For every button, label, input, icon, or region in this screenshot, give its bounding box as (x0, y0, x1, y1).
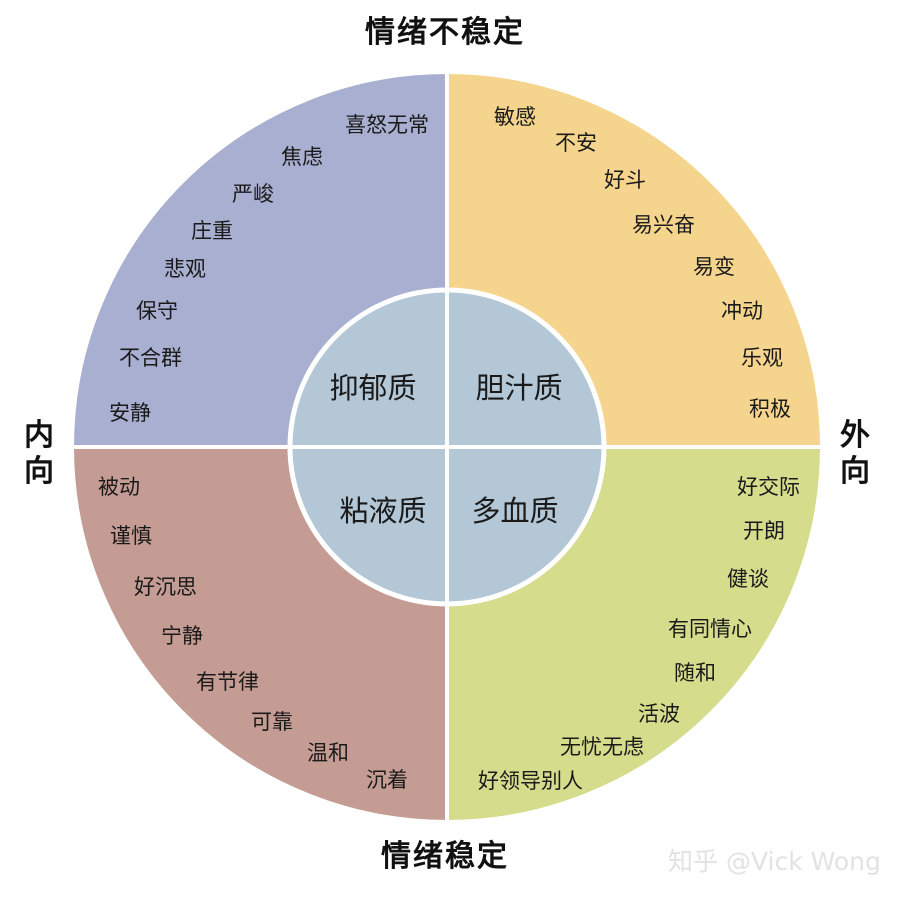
trait-label: 活波 (638, 702, 680, 726)
trait-label: 易变 (693, 255, 735, 279)
trait-label: 好斗 (604, 168, 646, 192)
trait-label: 宁静 (161, 624, 203, 648)
trait-label: 好沉思 (134, 575, 197, 599)
trait-label: 谨慎 (110, 524, 152, 548)
temperament-choleric: 胆汁质 (475, 371, 562, 405)
trait-label: 冲动 (721, 299, 763, 323)
trait-label: 随和 (674, 661, 716, 685)
axis-label-emotion-unstable: 情绪不稳定 (365, 15, 525, 50)
trait-label: 健谈 (727, 567, 769, 591)
temperament-melancholic: 抑郁质 (329, 371, 416, 405)
trait-label: 严峻 (232, 182, 274, 206)
trait-label: 好交际 (737, 475, 800, 499)
trait-label: 可靠 (251, 710, 293, 734)
trait-label: 焦虑 (281, 145, 323, 169)
temperament-phlegmatic: 粘液质 (339, 494, 426, 528)
axis-label-introvert: 内向 (24, 418, 54, 489)
trait-label: 庄重 (191, 219, 233, 243)
trait-label: 悲观 (164, 257, 206, 281)
trait-label: 乐观 (741, 346, 783, 370)
trait-label: 被动 (98, 475, 140, 499)
axis-label-extrovert: 外向 (840, 418, 870, 489)
trait-label: 温和 (307, 741, 349, 765)
temperament-sanguine: 多血质 (471, 494, 558, 528)
trait-label: 易兴奋 (632, 213, 695, 237)
trait-label: 敏感 (494, 105, 536, 129)
trait-label: 有同情心 (668, 617, 752, 641)
axis-label-emotion-stable: 情绪稳定 (381, 839, 509, 874)
trait-label: 好领导别人 (478, 769, 583, 793)
trait-label: 有节律 (196, 670, 259, 694)
trait-label: 保守 (136, 299, 178, 323)
trait-label: 喜怒无常 (345, 113, 429, 137)
watermark-text: 知乎 @Vick Wong (668, 847, 881, 876)
trait-label: 开朗 (743, 519, 785, 543)
trait-label: 安静 (109, 401, 151, 425)
trait-label: 沉着 (366, 768, 408, 792)
trait-label: 不安 (555, 131, 597, 155)
trait-label: 积极 (749, 397, 791, 421)
trait-label: 不合群 (119, 346, 182, 370)
trait-label: 无忧无虑 (560, 735, 644, 759)
